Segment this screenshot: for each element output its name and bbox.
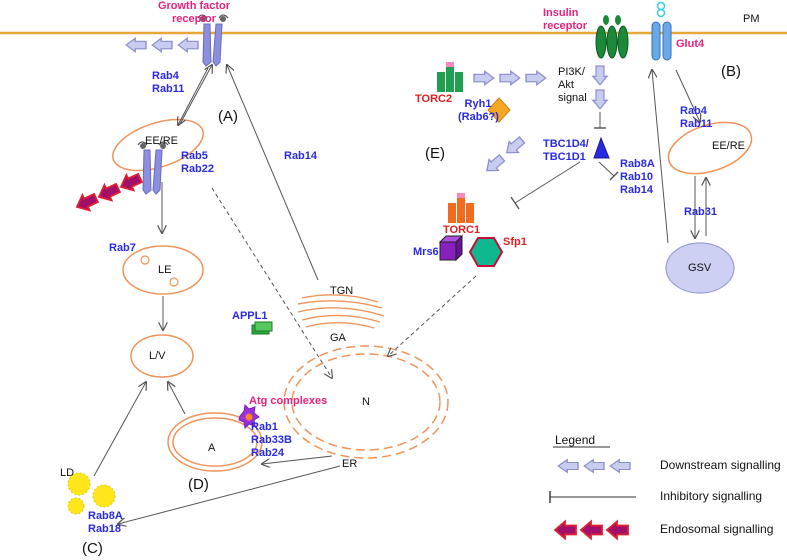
insulin-downstream-arrows xyxy=(592,65,608,110)
gsv-to-pm-arrow xyxy=(652,70,669,244)
a-label: A xyxy=(208,442,216,454)
lipid-droplets xyxy=(67,472,116,515)
nucleus-label: N xyxy=(362,396,370,408)
recycling-arrow xyxy=(179,65,212,125)
torc2-icon xyxy=(437,62,463,92)
gsv-label: GSV xyxy=(688,262,712,274)
gf-downstream-arrows xyxy=(125,37,199,53)
er-to-a-arrow xyxy=(262,455,333,464)
nucleus xyxy=(283,345,449,459)
tbc-inhibits-torc1 xyxy=(510,161,581,210)
glut4-icon xyxy=(651,1,672,61)
autophagosome xyxy=(167,412,263,472)
ee-to-nucleus-dashed-arrow xyxy=(211,187,332,378)
ee-re-label-b: EE/RE xyxy=(712,140,746,152)
er-to-ld-arrow xyxy=(118,465,341,524)
ryh1-icon xyxy=(487,97,511,123)
legend-downstream-swatch xyxy=(557,459,631,473)
le-compartment xyxy=(122,245,204,295)
golgi-apparatus xyxy=(297,294,385,329)
panel-d-label: (D) xyxy=(188,476,209,493)
atg-complex-icon xyxy=(238,403,260,430)
mrs6-icon xyxy=(438,234,464,262)
torc2-label: TORC2 xyxy=(415,93,453,105)
endocytosis-arrow xyxy=(178,67,209,125)
sfp1-label: Sfp1 xyxy=(503,236,527,248)
le-label: LE xyxy=(158,264,172,276)
tgn-label: TGN xyxy=(330,285,354,297)
pi3k-inhibits-tbc xyxy=(594,112,606,129)
endosomal-receptor xyxy=(137,141,169,195)
tbc-label: TBC1D4/TBC1D1 xyxy=(543,138,589,163)
gsv-vesicle xyxy=(665,242,735,294)
growth-factor-receptor xyxy=(197,14,229,67)
sfp1-icon xyxy=(468,237,504,267)
ee-re-compartment-a xyxy=(112,118,204,172)
lv-label: L/V xyxy=(149,350,166,362)
mrs6-label: Mrs6 xyxy=(413,246,439,258)
appl1-icon xyxy=(251,321,273,335)
panel-a-label: (A) xyxy=(218,108,238,125)
legend-inhibitory-swatch xyxy=(549,491,636,503)
legend-endosomal-label: Endosomal signalling xyxy=(660,522,774,536)
ee-re-label-a: EE/RE xyxy=(145,135,179,147)
tgn-to-pm-arrow xyxy=(227,65,319,281)
rab7-label: Rab7 xyxy=(109,242,136,254)
legend-title: Legend xyxy=(555,433,596,447)
sfp1-to-nucleus-dashed-arrow xyxy=(388,275,477,356)
appl1-label: APPL1 xyxy=(232,310,268,322)
legend-endosomal-swatch xyxy=(554,520,629,540)
panel-c-label: (C) xyxy=(82,540,103,557)
ld-to-lv-arrow xyxy=(93,382,146,477)
torc1-label: TORC1 xyxy=(443,224,481,236)
panel-e-label: (E) xyxy=(425,145,445,162)
glut4-label: Glut4 xyxy=(676,38,705,50)
torc1-icon xyxy=(448,193,474,223)
lv-compartment xyxy=(130,334,194,378)
panel-e-arrows xyxy=(481,133,528,177)
ryh1-label: Ryh1(Rab6?) xyxy=(458,98,499,123)
ld-label: LD xyxy=(60,467,75,479)
er-label: ER xyxy=(342,458,358,470)
rab31-label: Rab31 xyxy=(684,206,718,218)
glut4-to-ee-arrow xyxy=(675,69,700,122)
atg-complexes-label: Atg complexes xyxy=(249,395,328,407)
rab14-tgn-label: Rab14 xyxy=(284,150,318,162)
a-to-lv-arrow xyxy=(168,382,186,415)
legend-downstream-label: Downstream signalling xyxy=(660,458,781,472)
ga-label: GA xyxy=(330,332,346,344)
tbc-triangle-icon xyxy=(593,136,610,159)
tbc-inhibits-rab8a xyxy=(598,161,619,181)
endosomal-signal-arrows xyxy=(72,169,145,216)
ee-re-compartment-b xyxy=(667,121,753,175)
panel-b-label: (B) xyxy=(721,63,741,80)
torc2-downstream-arrows xyxy=(473,70,547,86)
legend-inhibitory-label: Inhibitory signalling xyxy=(660,489,763,503)
insulin-receptor-icon xyxy=(595,15,629,59)
pm-label: PM xyxy=(743,13,760,25)
